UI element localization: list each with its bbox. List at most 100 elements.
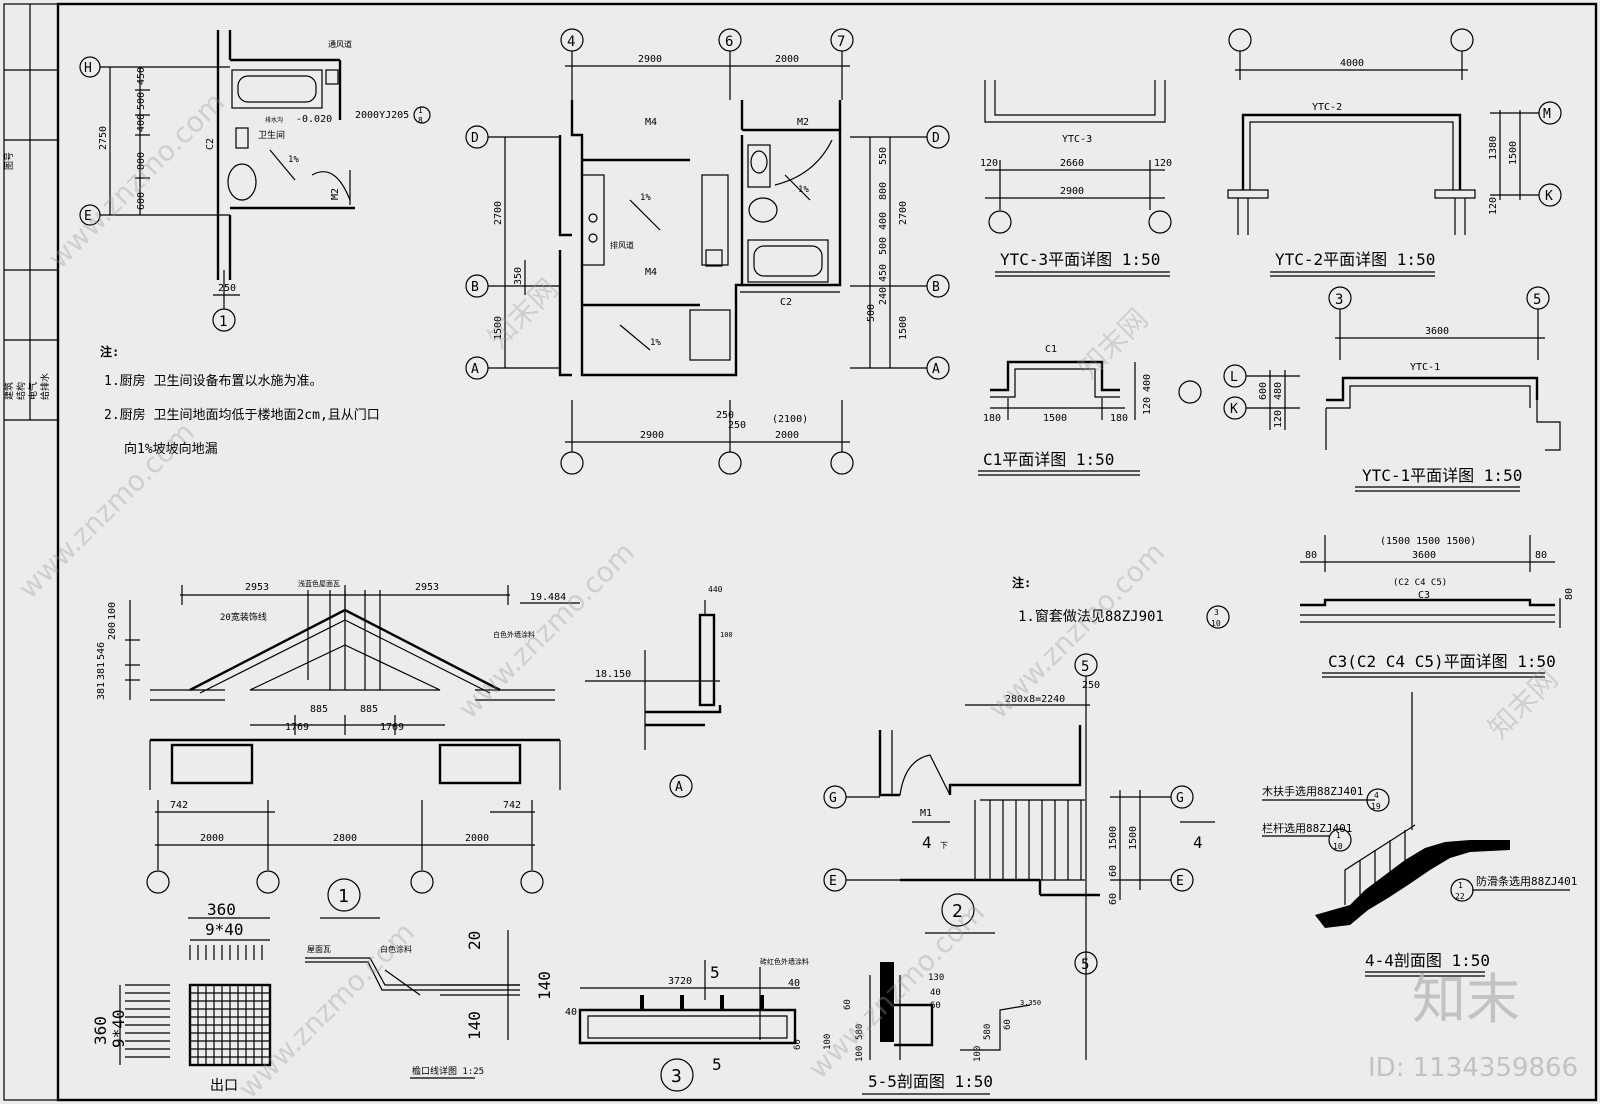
elev-label-tile: 浅蓝色屋面瓦	[298, 579, 340, 588]
elev-label-paint: 白色外墙涂料	[493, 630, 535, 639]
title-block-elec: 电气	[27, 382, 39, 400]
ytc2-title: YTC-2平面详图 1:50	[1275, 250, 1435, 269]
label-room: 卫生间	[258, 129, 285, 141]
sec44-ref1-bot: 19	[1371, 802, 1381, 811]
ytc3-dim-3: 120	[1154, 158, 1172, 169]
axis-d-right: D	[932, 131, 940, 146]
dim-bottom-2: 250	[716, 410, 734, 421]
c3-title: C3(C2 C4 C5)平面详图 1:50	[1328, 652, 1556, 671]
note-line-1: 1.厨房 卫生间设备布置以水施为准。	[104, 373, 322, 389]
ytc1-axis-k: K	[1230, 402, 1238, 417]
elev-tag: 1	[338, 886, 349, 907]
label-slope: 1%	[288, 155, 299, 165]
c1-dim-1: 180	[983, 413, 1001, 424]
label-slope2: 1%	[650, 338, 661, 348]
detail-a: 440 100 18.150 A	[585, 585, 733, 798]
sec44-label-2: 栏杆选用88ZJ401	[1262, 821, 1352, 835]
sec44-label-1: 木扶手选用88ZJ401	[1262, 784, 1363, 798]
sec44-label-3: 防滑条选用88ZJ401	[1476, 874, 1577, 888]
stair-axis-g-left: G	[829, 791, 837, 806]
bathroom-detail-plan: H E 2750 450 500 400 800 600 通风道 2000YJ2…	[79, 30, 431, 332]
dim-left-2: 350	[513, 267, 524, 285]
detail-a-dim-1: 440	[708, 585, 723, 594]
label-c2: C2	[780, 297, 792, 308]
ytc2-axis-m: M	[1543, 107, 1551, 122]
title-block-drawing-no: 图号	[4, 152, 15, 170]
title-block-struct: 结构	[15, 382, 27, 400]
d3-dim-7: 100	[823, 1034, 833, 1050]
s55-dim-4: 580	[855, 1024, 865, 1040]
elev-dim-top-2: 2953	[415, 582, 439, 593]
axis-h: H	[84, 61, 92, 76]
notes2-line: 1.窗套做法见88ZJ901	[1018, 608, 1164, 625]
axis-6: 6	[725, 34, 733, 50]
dim-v-4: 800	[136, 152, 147, 170]
dim-right-6: 240	[878, 287, 889, 305]
vent-dim-4: 9*40	[109, 1009, 128, 1048]
ytc2-dim-3: 120	[1488, 197, 1499, 215]
stair-axis-e-left: E	[829, 874, 837, 889]
ytc1-title: YTC-1平面详图 1:50	[1362, 466, 1522, 485]
sec44-ref3-top: 1	[1458, 881, 1463, 890]
notes-kitchen-bath: 注: 1.厨房 卫生间设备布置以水施为准。 2.厨房 卫生间地面均低于楼地面2c…	[100, 344, 380, 457]
c3-dim-3: 3600	[1412, 550, 1436, 561]
axis-e: E	[84, 209, 92, 224]
c3-dim-4: 80	[1535, 550, 1547, 561]
dim-right-2: 800	[878, 182, 889, 200]
s55-dim-9: 60	[1003, 1019, 1013, 1030]
label-slope3: 1%	[798, 185, 809, 195]
vent-title: 出口	[210, 1078, 238, 1094]
notes-window: 注: 1.窗套做法见88ZJ901 3 10	[1012, 575, 1230, 629]
stair-sec-right: 4	[1193, 833, 1203, 852]
dim-bottom-5: 2000	[775, 430, 799, 441]
ytc1-axis-3: 3	[1335, 292, 1343, 308]
dim-right-7: 1500	[898, 316, 909, 340]
d3-dim-3: 40	[565, 1007, 577, 1018]
label-window: C2	[205, 138, 216, 150]
title-block-arch: 建筑	[3, 382, 15, 400]
label-vent2: 排风道	[610, 240, 634, 250]
c3-dim-7: 80	[1564, 588, 1575, 600]
ytc2-label: YTC-2	[1312, 102, 1342, 113]
ytc1-dim-3: 120	[1273, 410, 1284, 428]
d3-dim-1: 3720	[668, 976, 692, 987]
eave-dim-2: 140	[535, 971, 554, 1000]
c3-detail: 80 (1500 1500 1500) 3600 80 (C2 C4 C5) C…	[1300, 535, 1575, 678]
label-m4a: M4	[645, 117, 657, 128]
s55-dim-3: 60	[930, 1001, 941, 1011]
dim-right-4: 500	[878, 237, 889, 255]
stair-down: 下	[940, 841, 948, 850]
eave-dim-1: 20	[465, 931, 484, 950]
note-line-3: 向1%坡坡向地漏	[124, 441, 218, 457]
label-vent: 通风道	[328, 39, 352, 49]
title-block: 图号 建筑 结构 电气 给排水	[3, 4, 58, 421]
label-slope1: 1%	[640, 193, 651, 203]
elev-label-deco: 20宽装饰线	[220, 611, 267, 623]
note-line-2: 2.厨房 卫生间地面均低于楼地面2cm,且从门口	[104, 407, 380, 423]
elev-dim-left-5: 381	[96, 662, 107, 680]
ytc1-detail: 3 5 3600 YTC-1 L K 600 480 120 YTC-1平面详图…	[1223, 286, 1561, 492]
ytc2-dim-top: 4000	[1340, 58, 1364, 69]
dim-top-2: 2000	[775, 54, 799, 65]
stair-door: M1	[920, 808, 932, 819]
elev-dim-left-4: 381	[96, 682, 107, 700]
elev-dim-mid-2: 885	[360, 704, 378, 715]
d3-dim-4: 5	[712, 1055, 722, 1074]
detail-a-dim-2: 100	[720, 631, 733, 639]
ytc1-axis-l: L	[1230, 370, 1238, 385]
notes2-ref-top: 3	[1214, 608, 1219, 617]
stair-dim-2: 280x8=2240	[1005, 694, 1065, 705]
dim-v-5: 600	[136, 192, 147, 210]
dim-left-1: 2700	[493, 201, 504, 225]
stair-axis-g-right: G	[1176, 791, 1184, 806]
ytc3-label: YTC-3	[1062, 134, 1092, 145]
dim-bottom-3: 250	[728, 420, 746, 431]
stair-tag: 2	[952, 901, 963, 922]
notes2-title: 注:	[1012, 575, 1031, 590]
dim-total: 2750	[98, 126, 109, 150]
s55-dim-5: 100	[855, 1046, 865, 1062]
axis-7: 7	[837, 34, 845, 50]
ytc1-label: YTC-1	[1410, 362, 1440, 373]
sec44-ref3-bot: 22	[1455, 892, 1465, 901]
